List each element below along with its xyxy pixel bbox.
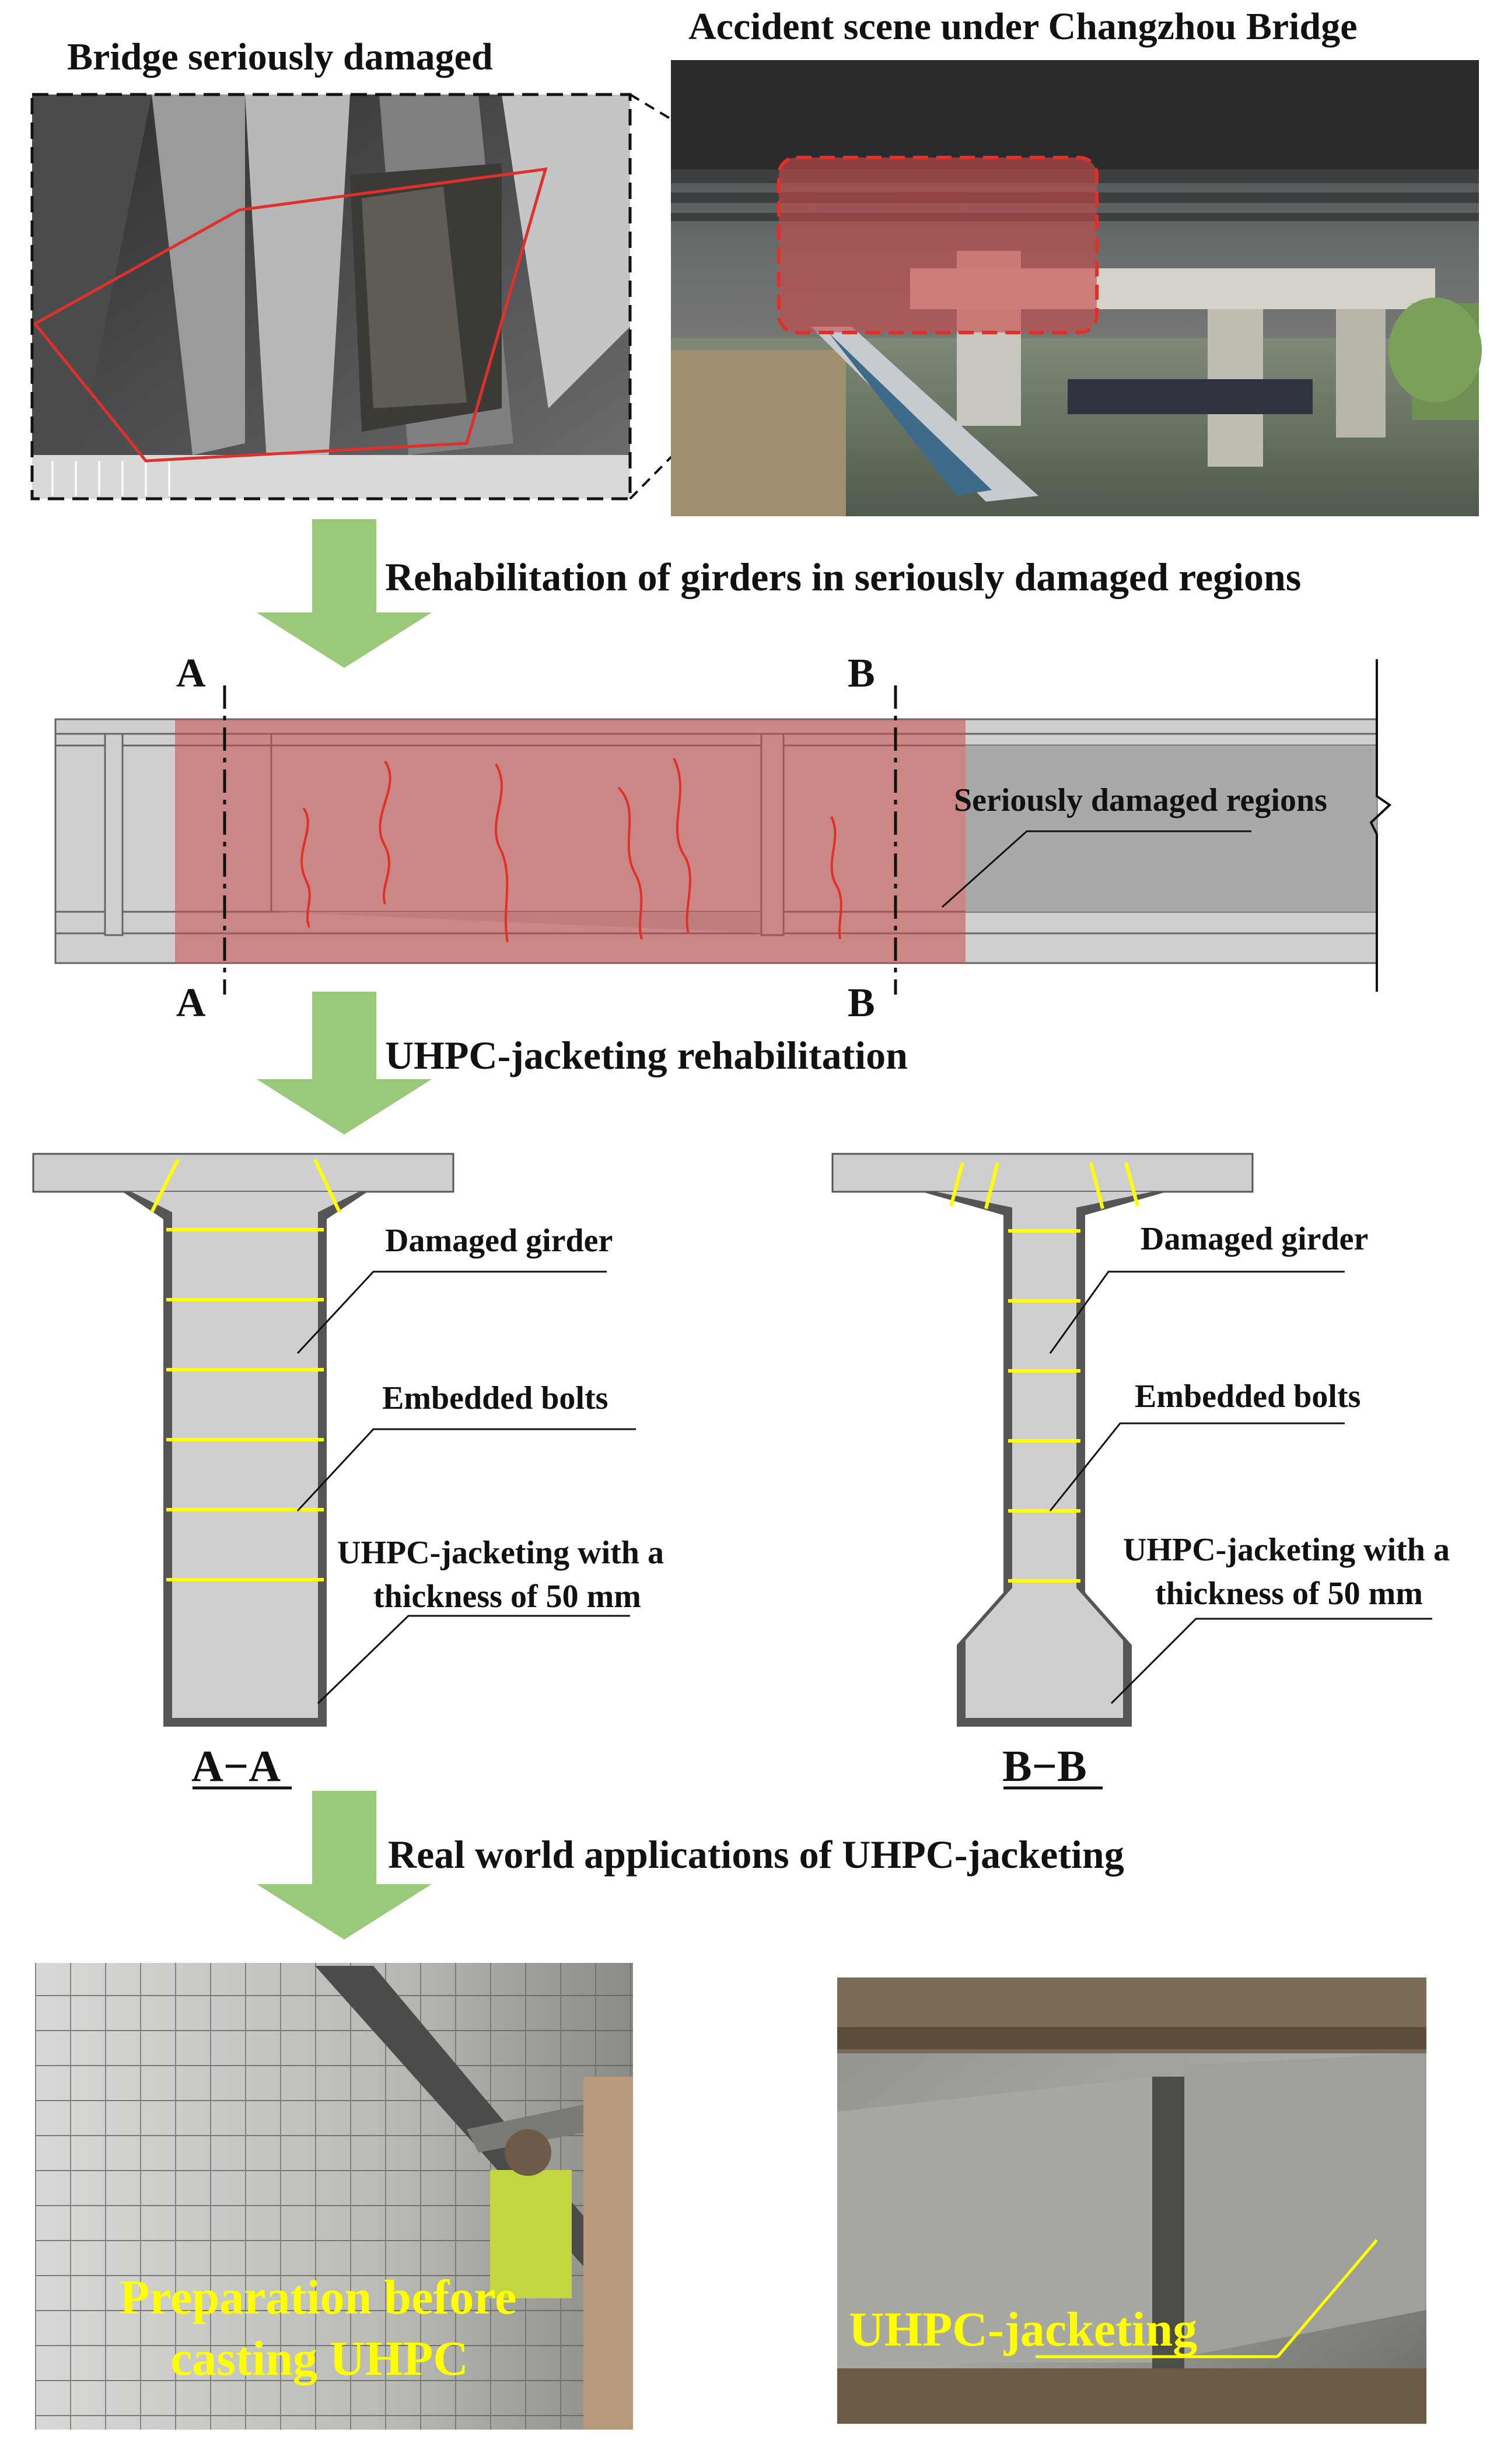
aa-jacket-label-line1: UHPC-jacketing with a	[337, 1535, 664, 1571]
jacketing-photo	[837, 1978, 1426, 2424]
bb-damaged-girder-label: Damaged girder	[1141, 1221, 1369, 1257]
crack-lines	[300, 758, 842, 943]
girder-elevation	[54, 659, 1392, 995]
flow-arrow-3	[257, 1791, 432, 1940]
section-bb-drawing	[831, 1153, 1432, 1790]
damaged-regions-label: Seriously damaged regions	[954, 782, 1327, 818]
scene-photo-title: Accident scene under Changzhou Bridge	[688, 5, 1358, 48]
section-aa-drawing	[32, 1153, 636, 1790]
step-3-label: Real world applications of UHPC-jacketin…	[388, 1832, 1124, 1877]
aa-damaged-girder-label: Damaged girder	[385, 1223, 613, 1259]
section-b-top-label: B	[848, 651, 875, 696]
bb-embedded-bolts-label: Embedded bolts	[1135, 1378, 1361, 1415]
damaged-bridge-photo	[30, 93, 632, 501]
step-2-label: UHPC-jacketing rehabilitation	[385, 1033, 908, 1077]
aa-jacket-label-line2: thickness of 50 mm	[373, 1578, 641, 1615]
section-a-bottom-label: A	[176, 981, 206, 1026]
preparation-label-line2: casting UHPC	[170, 2332, 468, 2386]
preparation-photo	[35, 1963, 633, 2430]
section-a-top-label: A	[176, 651, 206, 696]
flow-arrow-2	[257, 992, 432, 1135]
jacketing-photo-label: UHPC-jacketing	[849, 2302, 1198, 2357]
section-b-bottom-label: B	[848, 981, 875, 1026]
accident-scene-photo	[671, 60, 1482, 516]
bb-section-caption: B−B	[1002, 1742, 1087, 1791]
aa-section-caption: A−A	[191, 1742, 281, 1791]
damaged-photo-title: Bridge seriously damaged	[67, 36, 493, 78]
bb-jacket-label-line1: UHPC-jacketing with a	[1123, 1532, 1450, 1568]
flow-arrow-1	[257, 519, 432, 668]
step-1-label: Rehabilitation of girders in seriously d…	[385, 555, 1302, 599]
damage-outline	[33, 167, 548, 463]
damage-highlight	[777, 156, 1099, 334]
bb-jacket-label-line2: thickness of 50 mm	[1155, 1576, 1423, 1612]
aa-embedded-bolts-label: Embedded bolts	[382, 1380, 608, 1416]
damaged-region-overlay	[175, 719, 966, 963]
preparation-label-line1: Preparation before	[120, 2270, 517, 2325]
